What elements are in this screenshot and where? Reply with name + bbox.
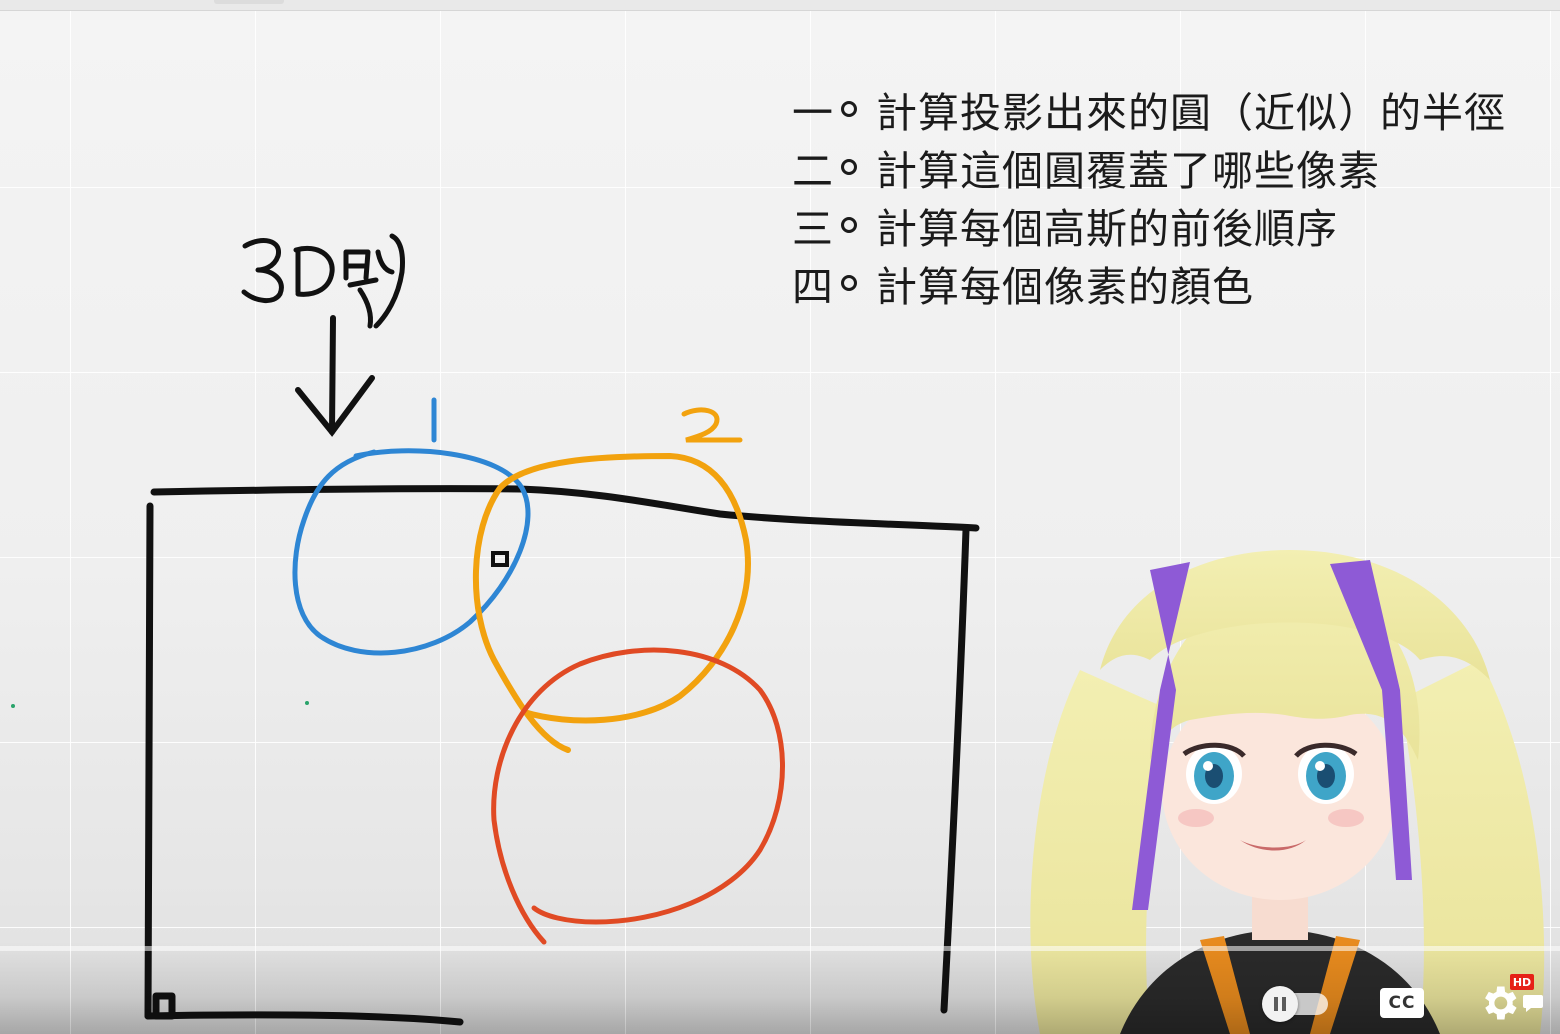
- chat-button[interactable]: [1520, 990, 1550, 1020]
- autoplay-toggle[interactable]: [1262, 986, 1332, 1022]
- hd-badge: HD: [1510, 974, 1534, 990]
- steps-list: 一 計算投影出來的圓（近似）的半徑 二 計算這個圓覆蓋了哪些像素 三 計算每個高…: [792, 80, 1552, 312]
- chat-icon: [1523, 995, 1543, 1012]
- down-arrow-icon: [295, 315, 375, 437]
- circle-2-orange: [472, 452, 751, 753]
- step-number: 四: [792, 263, 834, 311]
- step-text: 計算投影出來的圓（近似）的半徑: [876, 89, 1506, 137]
- bullet-icon: [838, 98, 860, 120]
- circle-1-blue: [292, 448, 531, 656]
- step-number: 二: [792, 147, 834, 195]
- player-control-bar: [0, 942, 1560, 1034]
- step-2: 二 計算這個圓覆蓋了哪些像素: [792, 138, 1552, 196]
- settings-button[interactable]: [1474, 978, 1524, 1028]
- bullet-icon: [838, 214, 860, 236]
- pixel-marker: [491, 551, 509, 567]
- stray-dot: [305, 701, 309, 705]
- circle-3-red: [491, 647, 785, 945]
- bullet-icon: [838, 156, 860, 178]
- step-number: 三: [792, 205, 834, 253]
- step-1: 一 計算投影出來的圓（近似）的半徑: [792, 80, 1552, 138]
- step-number: 一: [792, 89, 834, 137]
- circle-2-label: [681, 407, 743, 443]
- top-tab: [214, 0, 284, 4]
- step-4: 四 計算每個像素的顏色: [792, 254, 1552, 312]
- progress-bar[interactable]: [0, 946, 1560, 951]
- step-text: 計算每個高斯的前後順序: [876, 205, 1338, 253]
- pause-icon: [1262, 986, 1298, 1022]
- step-3: 三 計算每個高斯的前後順序: [792, 196, 1552, 254]
- bullet-icon: [838, 272, 860, 294]
- top-edge: [0, 0, 1560, 11]
- stray-dot: [11, 704, 15, 708]
- step-text: 計算每個像素的顏色: [876, 263, 1254, 311]
- captions-label: CC: [1380, 988, 1424, 1018]
- vtuber-avatar: [1030, 550, 1545, 1034]
- gear-icon: [1485, 986, 1517, 1020]
- captions-button[interactable]: CC: [1378, 986, 1426, 1020]
- handwritten-3d-point-label: [241, 233, 405, 329]
- step-text: 計算這個圓覆蓋了哪些像素: [876, 147, 1380, 195]
